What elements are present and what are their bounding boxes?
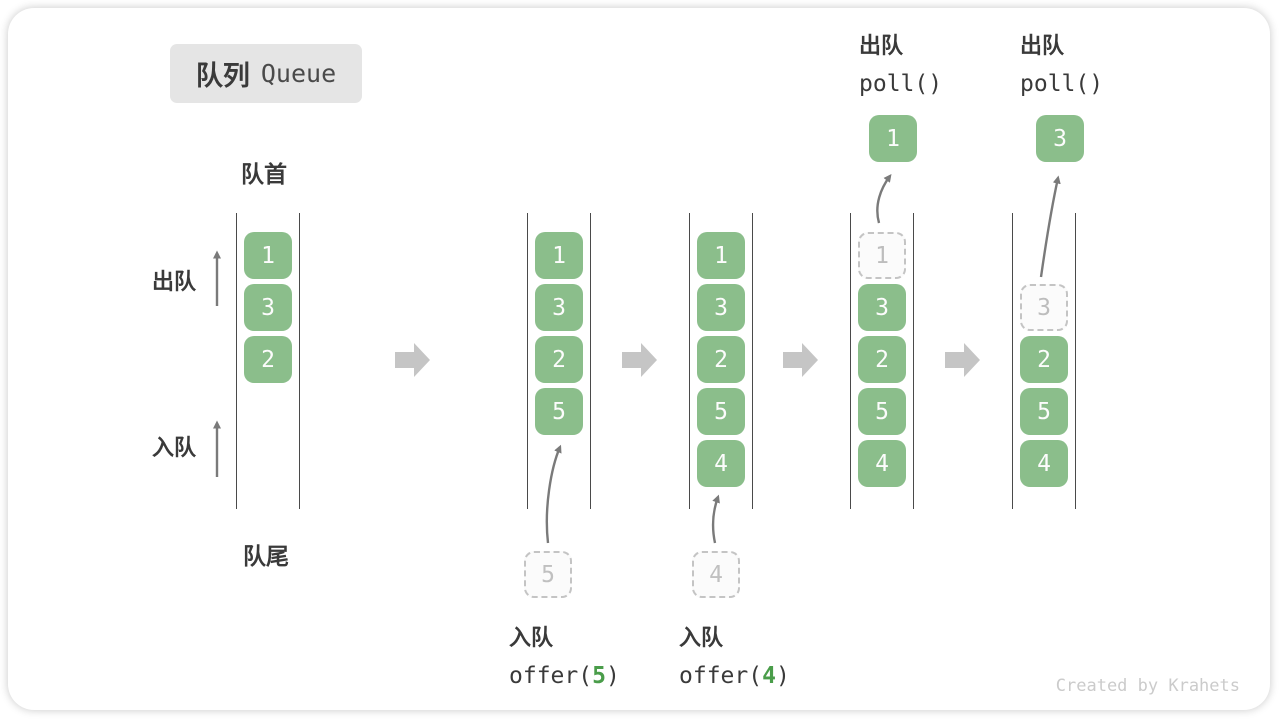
queue-cell: 2 bbox=[1020, 336, 1068, 383]
polled-value-box: 1 bbox=[869, 115, 917, 162]
queue-cell: 2 bbox=[535, 336, 583, 383]
queue-cell: 5 bbox=[697, 388, 745, 435]
queue-cell: 5 bbox=[535, 388, 583, 435]
queue-cell: 4 bbox=[1020, 440, 1068, 487]
diagram-title-box: 队列 Queue bbox=[170, 44, 362, 103]
op-caption-poll-2: 出队 poll() bbox=[1020, 28, 1103, 97]
polled-value-box: 3 bbox=[1036, 115, 1084, 162]
queue-column-state2: 1 3 2 5 bbox=[527, 213, 591, 509]
diagram-card bbox=[8, 8, 1270, 710]
op-caption-offer-5: 入队 offer(5) bbox=[509, 620, 620, 689]
op-label: 出队 bbox=[1020, 33, 1065, 58]
op-label: 出队 bbox=[859, 33, 904, 58]
title-en: Queue bbox=[260, 59, 337, 88]
queue-cell: 2 bbox=[697, 336, 745, 383]
queue-cell: 1 bbox=[244, 232, 292, 279]
queue-column-state4: 1 3 2 5 4 bbox=[850, 213, 914, 509]
queue-column-state1: 1 3 2 bbox=[236, 213, 300, 509]
op-code: poll() bbox=[1020, 71, 1104, 97]
queue-cell: 5 bbox=[858, 388, 906, 435]
queue-cell: 1 bbox=[535, 232, 583, 279]
queue-cell: 2 bbox=[244, 336, 292, 383]
queue-cell: 5 bbox=[1020, 388, 1068, 435]
label-queue-front: 队首 bbox=[241, 161, 287, 187]
queue-cell-removed: 3 bbox=[1020, 284, 1068, 331]
queue-cell: 4 bbox=[697, 440, 745, 487]
queue-cell-removed: 1 bbox=[858, 232, 906, 279]
label-queue-rear: 队尾 bbox=[243, 543, 289, 569]
incoming-value-box: 4 bbox=[692, 551, 740, 598]
queue-column-state3: 1 3 2 5 4 bbox=[689, 213, 753, 509]
queue-cell: 4 bbox=[858, 440, 906, 487]
queue-cell: 3 bbox=[697, 284, 745, 331]
queue-column-state5: 3 2 5 4 bbox=[1012, 213, 1076, 509]
queue-cell: 3 bbox=[535, 284, 583, 331]
label-enqueue-side: 入队 bbox=[152, 435, 197, 460]
title-zh: 队列 bbox=[195, 61, 250, 91]
op-caption-poll-1: 出队 poll() bbox=[859, 28, 942, 97]
queue-cell: 1 bbox=[697, 232, 745, 279]
label-dequeue-side: 出队 bbox=[152, 269, 197, 294]
op-code: offer(4) bbox=[679, 663, 790, 689]
op-label: 入队 bbox=[679, 625, 724, 650]
queue-cell: 3 bbox=[244, 284, 292, 331]
op-caption-offer-4: 入队 offer(4) bbox=[679, 620, 790, 689]
incoming-value-box: 5 bbox=[524, 551, 572, 598]
op-arg: 5 bbox=[592, 663, 606, 689]
queue-cell: 2 bbox=[858, 336, 906, 383]
op-code: offer(5) bbox=[509, 663, 620, 689]
op-code: poll() bbox=[859, 71, 943, 97]
op-label: 入队 bbox=[509, 625, 554, 650]
watermark-credit: Created by Krahets bbox=[1055, 676, 1240, 696]
queue-cell: 3 bbox=[858, 284, 906, 331]
op-arg: 4 bbox=[762, 663, 776, 689]
